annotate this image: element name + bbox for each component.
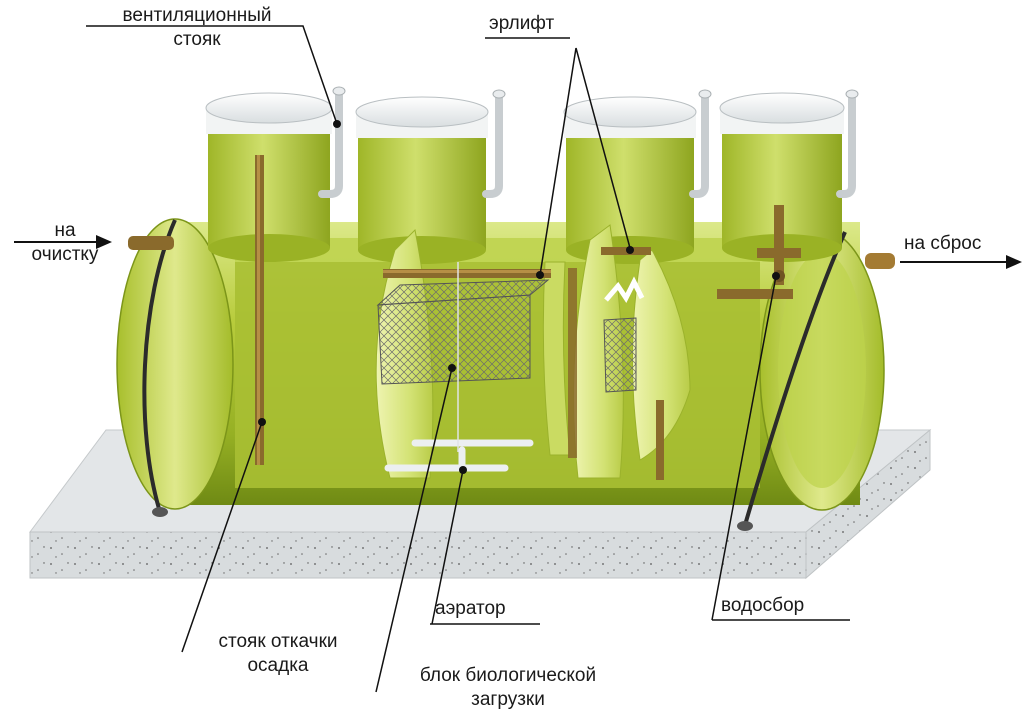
vent-pipe-3 — [689, 94, 709, 198]
tank-strap-right — [743, 231, 847, 526]
outlet-label: на сброс — [904, 233, 982, 254]
inlet-arrow — [14, 235, 112, 249]
column-3 — [563, 96, 697, 264]
vent-riser-label-line1: вентиляционный — [122, 5, 272, 26]
tank-strap-left — [142, 219, 177, 513]
water-intake-label: водосбор — [721, 595, 805, 616]
erlift-leader — [485, 37, 631, 276]
bio-load-block — [376, 276, 645, 393]
sludge-riser-label: стояк откачки осадка — [188, 630, 368, 678]
bioblock-leader — [375, 367, 453, 693]
vent-pipe-1 — [318, 91, 343, 198]
sludge-riser-label-line1: стояк откачки — [218, 631, 338, 652]
vent-pipe-4 — [836, 94, 856, 198]
aerator-label: аэратор — [435, 598, 506, 619]
bio-block-label-line2: загрузки — [471, 688, 545, 710]
vent-riser-label-line2: стояк — [173, 28, 221, 50]
vent-leader — [86, 25, 338, 125]
vent-riser-label: вентиляционный стояк — [92, 4, 302, 52]
bio-block-label: блок биологической загрузки — [378, 664, 638, 712]
water-intake-leader — [711, 275, 850, 621]
inlet-label: на очистку — [10, 219, 120, 267]
outlet-pipe — [865, 253, 895, 269]
inlet-label-line1: на — [54, 220, 76, 241]
tank-left-cap — [116, 218, 234, 510]
inlet-pipe — [128, 236, 174, 250]
vent-pipe-2 — [482, 94, 503, 198]
columns — [205, 92, 845, 264]
vent-pipes — [318, 91, 856, 198]
column-1 — [205, 92, 333, 262]
inlet-label-line2: очистку — [31, 243, 99, 265]
outlet-arrow — [900, 255, 1022, 269]
airlift-pipes — [383, 247, 664, 480]
aerator-leader — [430, 469, 540, 625]
airlift-label: эрлифт — [489, 13, 555, 34]
sludge-riser-label-line2: осадка — [247, 654, 309, 676]
sludge-leader — [181, 421, 263, 653]
bio-block-label-line1: блок биологической — [419, 665, 597, 686]
sludge-riser — [255, 155, 264, 465]
column-2 — [355, 96, 489, 264]
